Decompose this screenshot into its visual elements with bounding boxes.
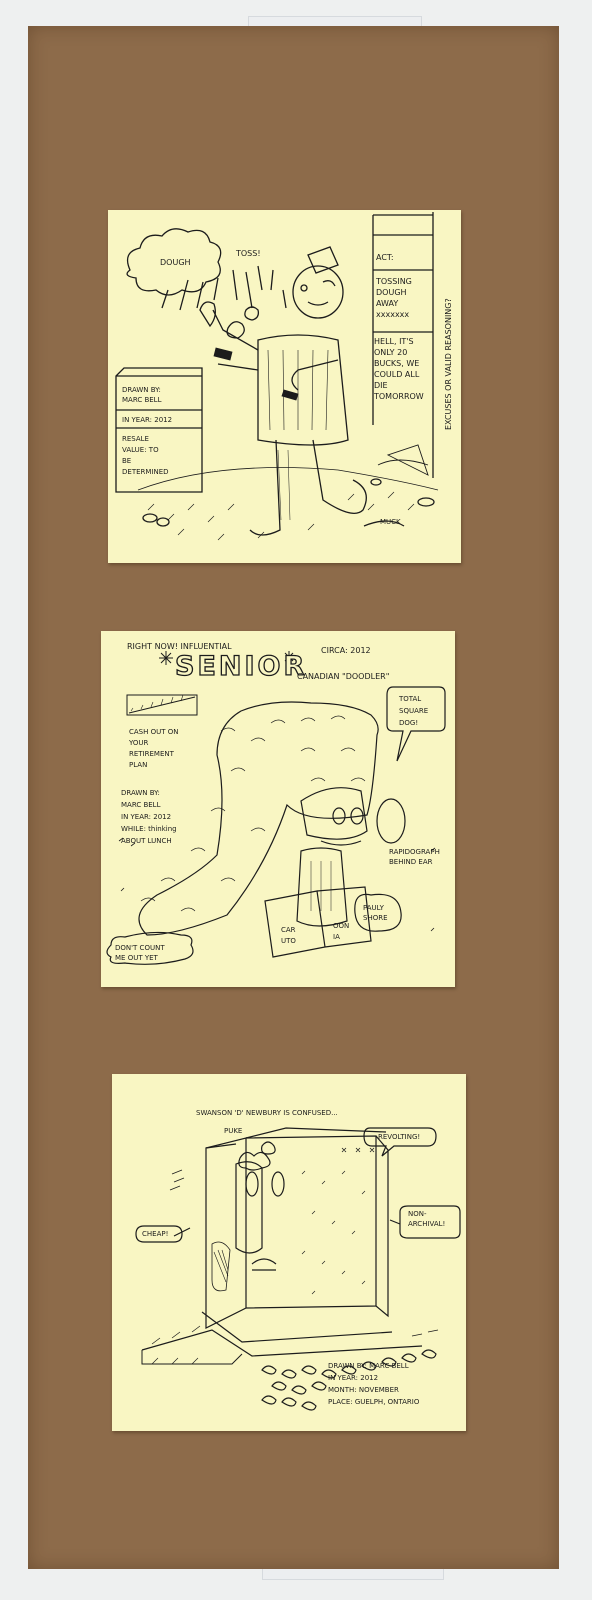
drawing-dough-toss bbox=[115, 212, 439, 541]
credits-block: DRAWN BY: MARC BELL IN YEAR: 2012 MONTH:… bbox=[328, 1362, 420, 1406]
book-cover-right: OON IA bbox=[333, 922, 350, 941]
swanson-header: SWANSON 'D' NEWBURY IS CONFUSED... bbox=[196, 1109, 338, 1117]
square-dog-bubble: TOTAL SQUARE DOG! bbox=[399, 695, 429, 727]
cloud-label: DOUGH bbox=[160, 258, 191, 267]
sticky-note-2: RIGHT NOW! INFLUENTIAL CIRCA: 2012 SENIO… bbox=[101, 631, 455, 987]
senior-title: SENIOR bbox=[174, 650, 308, 682]
resale-label: RESALE VALUE: TO BE DETERMINED bbox=[122, 435, 169, 476]
non-archival-bubble: NON- ARCHIVAL! bbox=[408, 1210, 446, 1228]
pauly-shore-label: PAULY SHORE bbox=[363, 904, 388, 922]
in-year-label: IN YEAR: 2012 bbox=[122, 416, 173, 424]
drawing-senior-doodler bbox=[106, 651, 446, 965]
drawn-by-block: DRAWN BY: MARC BELL IN YEAR: 2012 WHILE:… bbox=[121, 789, 177, 845]
excuse-text: HELL, IT'S ONLY 20 BUCKS, WE COULD ALL D… bbox=[374, 337, 424, 401]
doodler-subtitle: CANADIAN "DOODLER" bbox=[297, 672, 390, 681]
cashout-label: CASH OUT ON YOUR RETIREMENT PLAN bbox=[129, 728, 179, 769]
rapidograph-label: RAPIDOGRAPH BEHIND EAR bbox=[389, 848, 440, 866]
dont-count-label: DON'T COUNT ME OUT YET bbox=[115, 944, 165, 962]
act-label: ACT: bbox=[376, 253, 394, 262]
drawing-swanson-newbury bbox=[135, 1127, 461, 1411]
book-cover-left: CAR UTO bbox=[281, 926, 296, 945]
drawn-by-label: DRAWN BY: MARC BELL bbox=[122, 386, 162, 404]
sticky-note-3: SWANSON 'D' NEWBURY IS CONFUSED... PUKE … bbox=[112, 1074, 466, 1431]
circa-label: CIRCA: 2012 bbox=[321, 646, 371, 655]
act-text: TOSSING DOUGH AWAY xxxxxxx bbox=[376, 277, 412, 319]
toss-label: TOSS! bbox=[236, 249, 261, 258]
puke-label: PUKE bbox=[224, 1127, 243, 1135]
header-influential: RIGHT NOW! INFLUENTIAL bbox=[127, 642, 232, 651]
vertical-caption: EXCUSES OR VALID REASONING? bbox=[444, 298, 453, 430]
muck-label: MUCK bbox=[380, 518, 401, 526]
sticky-note-1: DOUGH TOSS! ACT: TOSSING DOUGH AWAY xxxx… bbox=[108, 210, 461, 563]
cheap-bubble: CHEAP! bbox=[142, 1230, 169, 1238]
revolting-bubble: REVOLTING! bbox=[378, 1133, 421, 1141]
